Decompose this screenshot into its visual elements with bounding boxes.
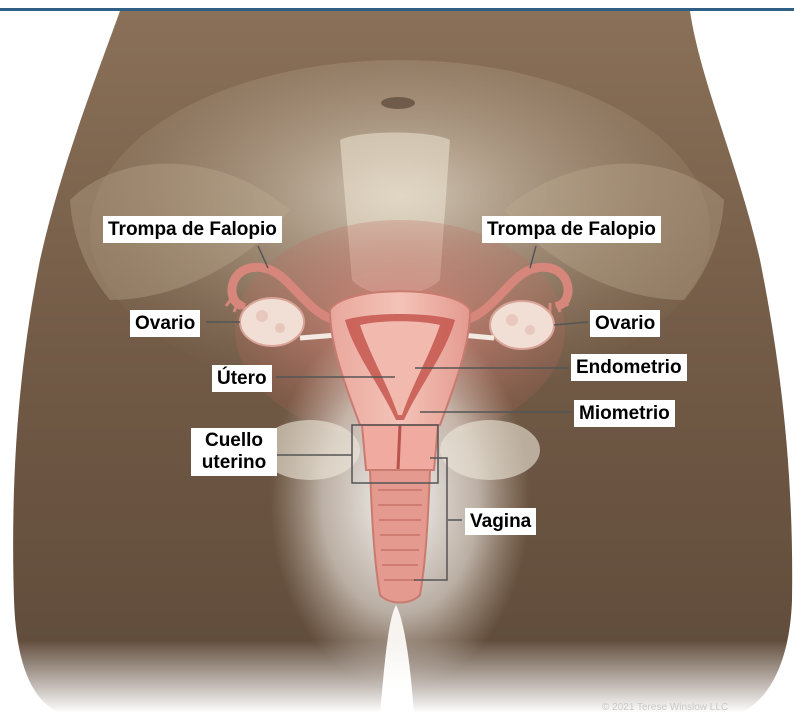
ovary-right-follicle <box>525 325 535 335</box>
ovary-right <box>490 301 554 349</box>
ovary-right-follicle <box>506 314 518 326</box>
label-fallopian-tube-right: Trompa de Falopio <box>482 216 661 243</box>
cervical-canal <box>398 425 400 470</box>
pubic-bone-right <box>440 420 540 480</box>
label-vagina: Vagina <box>465 508 536 535</box>
label-ovary-left: Ovario <box>130 310 200 337</box>
label-uterus: Útero <box>212 365 272 392</box>
ovary-left-follicle <box>256 310 268 322</box>
label-fallopian-tube-left: Trompa de Falopio <box>103 216 282 243</box>
label-myometrium: Miometrio <box>574 400 675 427</box>
label-cervix: Cuello uterino <box>191 428 277 476</box>
label-ovary-right: Ovario <box>590 310 660 337</box>
ovary-left-follicle <box>275 323 285 333</box>
label-endometrium: Endometrio <box>571 354 687 381</box>
ovary-left <box>240 298 304 346</box>
top-rule <box>0 8 794 11</box>
navel <box>381 97 415 109</box>
copyright-notice: © 2021 Terese Winslow LLC <box>602 702 728 713</box>
